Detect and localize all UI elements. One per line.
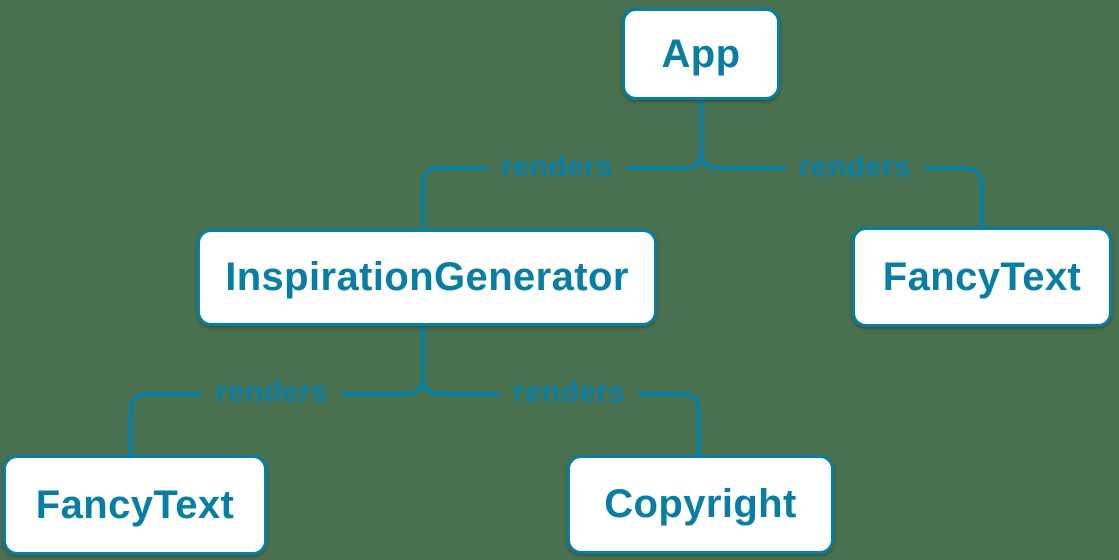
node-fancy-text-top: FancyText <box>852 227 1112 327</box>
node-app-label: App <box>661 31 741 76</box>
edge-app-fancytext <box>699 150 984 228</box>
edge-label-renders-inspirationgenerator-copyright: renders <box>499 375 639 410</box>
node-copyright-label: Copyright <box>604 482 797 526</box>
node-fancy-text-bottom: FancyText <box>3 455 267 555</box>
node-inspiration-generator: InspirationGenerator <box>197 229 657 326</box>
edge-label-renders-app-inspirationgenerator: renders <box>487 150 627 185</box>
edge-label-renders-inspirationgenerator-fancytext: renders <box>202 375 342 410</box>
edge-label-renders-app-fancytext: renders <box>785 150 925 185</box>
edge-inspirationgenerator-copyright <box>421 376 701 456</box>
node-fancy-text-top-label: FancyText <box>882 254 1082 299</box>
node-copyright: Copyright <box>567 455 834 554</box>
node-inspiration-generator-label: InspirationGenerator <box>225 255 629 299</box>
node-app: App <box>622 8 780 100</box>
node-fancy-text-bottom-label: FancyText <box>35 482 235 527</box>
